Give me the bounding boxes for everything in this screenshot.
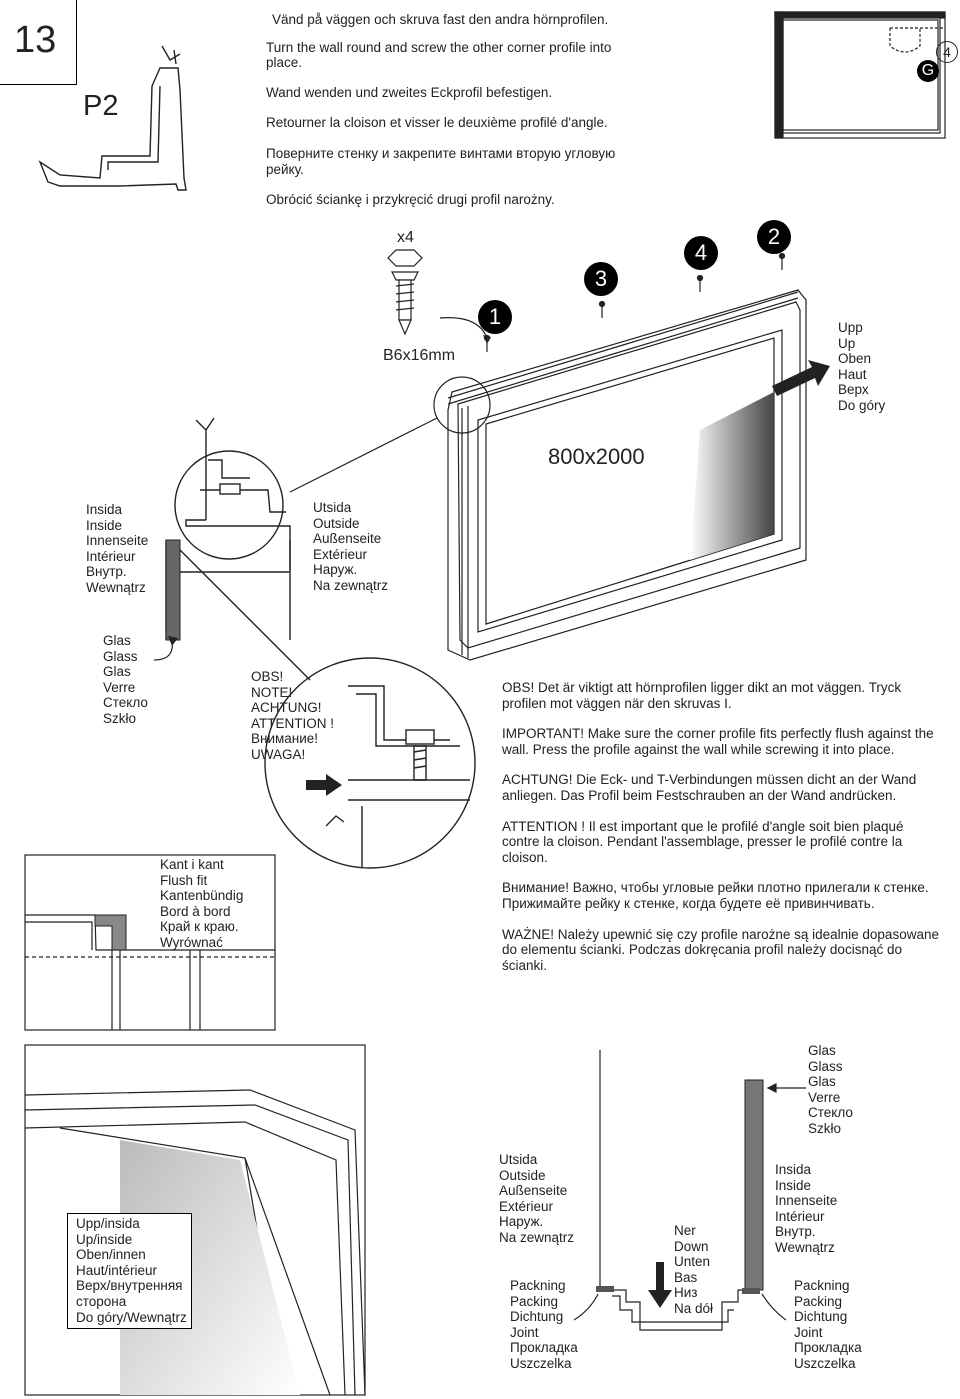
instruction-fr: Retourner la cloison et visser le deuxiè… — [266, 115, 608, 131]
instruction-en: Turn the wall round and screw the other … — [266, 39, 612, 71]
screw-quantity: x4 — [397, 229, 414, 246]
panel-drawing — [447, 289, 807, 661]
screw-order-2: 2 — [757, 220, 791, 254]
instruction-list: Vänd på väggen och skruva fast den andra… — [266, 12, 636, 208]
note-pl: WAŻNE! Należy upewnić się czy profile na… — [502, 926, 939, 973]
instruction-pl: Obrócić ściankę i przykręcić drugi profi… — [266, 192, 555, 208]
step-number-box: 13 — [0, 0, 77, 85]
part-code: P2 — [83, 90, 119, 122]
panel-size: 800x2000 — [548, 444, 645, 469]
magnified-detail — [179, 549, 476, 869]
instruction-ru: Поверните стенку и закрепите винтами вто… — [266, 145, 616, 177]
profile-cross-section — [165, 417, 291, 640]
note-ru: Внимание! Важно, чтобы угловые рейки пло… — [502, 880, 929, 911]
inset-frame-drawing — [774, 11, 946, 139]
flush-detail — [24, 854, 276, 1031]
panel-screws — [483, 252, 786, 352]
note-en: IMPORTANT! Make sure the corner profile … — [502, 726, 934, 757]
screw-size: B6x16mm — [383, 347, 456, 364]
g-number-badge: 4 — [936, 41, 958, 63]
bottom-section-drawing — [599, 1050, 760, 1331]
note-fr: ATTENTION ! Il est important que le prof… — [502, 818, 904, 865]
note-label: OBS!NOTE!ACHTUNG!ATTENTION !Внимание!UWA… — [251, 669, 334, 762]
screw-order-1: 1 — [478, 300, 512, 334]
step-number: 13 — [14, 19, 57, 61]
notes-block: OBS! Det är viktigt att hörnprofilen lig… — [502, 680, 942, 988]
screw-drawing — [387, 249, 423, 336]
corner-profile-drawing — [38, 45, 187, 191]
instruction-de: Wand wenden und zweites Eckprofil befest… — [266, 84, 553, 100]
instruction-sv: Vänd på väggen och skruva fast den andra… — [272, 12, 609, 27]
screw-order-4: 4 — [684, 236, 718, 270]
note-sv: OBS! Det är viktigt att hörnprofilen lig… — [502, 680, 902, 711]
g-circle-badge: G — [917, 60, 939, 82]
screw-order-3: 3 — [584, 262, 618, 296]
note-de: ACHTUNG! Die Eck- und T-Verbindungen müs… — [502, 772, 917, 803]
